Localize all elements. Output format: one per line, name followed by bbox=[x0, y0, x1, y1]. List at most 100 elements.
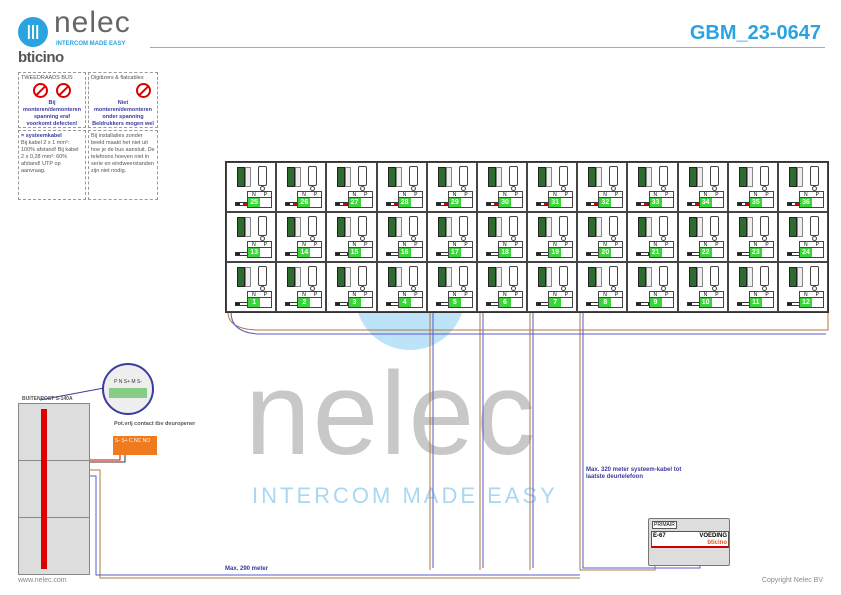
footer-website[interactable]: www.nelec.com bbox=[18, 577, 67, 584]
termination-switch bbox=[586, 202, 600, 206]
ribbon-cable bbox=[41, 409, 47, 569]
col-n: N bbox=[402, 292, 407, 298]
phone-number: 28 bbox=[398, 198, 411, 207]
bus-terminal-icon bbox=[588, 167, 597, 187]
bus-terminal-icon bbox=[688, 267, 697, 287]
handset-cord-icon bbox=[260, 286, 265, 291]
handset-cord-icon bbox=[510, 236, 516, 241]
termination-switch bbox=[485, 302, 499, 306]
col-n: N bbox=[402, 192, 407, 198]
col-p: P bbox=[414, 242, 418, 248]
col-p: P bbox=[464, 192, 468, 198]
handset-icon bbox=[408, 216, 418, 236]
phone-number: 23 bbox=[749, 248, 762, 257]
outdoor-module bbox=[19, 461, 89, 518]
termination-switch bbox=[335, 302, 349, 306]
col-n: N bbox=[803, 292, 808, 298]
handset-icon bbox=[809, 166, 819, 186]
col-n: N bbox=[603, 242, 607, 248]
bus-terminal-icon bbox=[337, 267, 346, 287]
terminal-labels-icon bbox=[796, 217, 803, 237]
col-p: P bbox=[665, 192, 669, 198]
note-install: Bij installaties zonder beeld maakt het … bbox=[88, 130, 158, 200]
relay-terminal-block: S- S+ C NC NO bbox=[113, 436, 157, 455]
bus-terminal-icon bbox=[237, 167, 245, 187]
terminal-labels-icon bbox=[495, 167, 502, 187]
phone-number: 5 bbox=[448, 298, 461, 307]
col-n: N bbox=[553, 192, 557, 198]
handset-icon bbox=[358, 216, 368, 236]
termination-switch bbox=[636, 202, 650, 206]
terminal-labels-icon bbox=[546, 167, 552, 187]
bus-terminal-icon bbox=[788, 217, 797, 237]
bus-terminal-icon bbox=[738, 167, 747, 187]
cable-note-290: Max. 290 meter bbox=[225, 566, 269, 572]
note-cable: = systeemkabel Bij kabel 2 x 1 mm²: 100%… bbox=[18, 130, 86, 200]
col-n: N bbox=[352, 292, 357, 298]
phone-number: 34 bbox=[699, 198, 712, 207]
terminal-labels-icon bbox=[796, 267, 803, 287]
col-n: N bbox=[803, 192, 808, 198]
handset-icon bbox=[709, 266, 719, 286]
phone-number: 27 bbox=[348, 198, 361, 207]
col-n: N bbox=[452, 192, 457, 198]
handset-icon bbox=[659, 266, 669, 286]
terminal-labels-icon bbox=[395, 217, 402, 237]
handset-cord-icon bbox=[410, 186, 416, 191]
phone-number: 1 bbox=[248, 298, 261, 307]
handset-cord-icon bbox=[611, 236, 617, 241]
terminal-labels-icon bbox=[646, 267, 653, 287]
termination-switch bbox=[586, 302, 600, 306]
terminal-labels-icon bbox=[746, 267, 753, 287]
termination-switch bbox=[736, 252, 750, 256]
terminal-labels-icon bbox=[445, 167, 452, 187]
brand-name: nelec bbox=[54, 6, 131, 39]
phone-number: 35 bbox=[749, 198, 762, 207]
handset-cord-icon bbox=[310, 236, 316, 241]
bus-terminal-icon bbox=[788, 167, 797, 187]
handset-icon bbox=[809, 266, 819, 286]
col-p: P bbox=[665, 292, 669, 298]
phone-number: 10 bbox=[699, 298, 712, 307]
termination-switch bbox=[335, 202, 349, 206]
phone-number: 2 bbox=[298, 298, 311, 307]
col-n: N bbox=[252, 292, 256, 298]
phone-number: 7 bbox=[549, 298, 562, 307]
handset-cord-icon bbox=[711, 186, 717, 191]
handset-icon bbox=[358, 266, 368, 286]
phone-number: 16 bbox=[398, 248, 411, 257]
document-id: GBM_23-0647 bbox=[689, 22, 821, 44]
phone-number: 17 bbox=[448, 248, 461, 257]
col-p: P bbox=[263, 292, 268, 298]
bus-terminal-icon bbox=[287, 217, 296, 237]
col-n: N bbox=[302, 292, 306, 298]
phone-number: 24 bbox=[800, 248, 812, 257]
col-p: P bbox=[514, 292, 518, 298]
col-n: N bbox=[703, 242, 708, 248]
handset-icon bbox=[659, 216, 669, 236]
col-p: P bbox=[313, 242, 318, 248]
bus-terminal-icon bbox=[337, 167, 346, 187]
terminal-labels-icon bbox=[696, 217, 703, 237]
termination-switch bbox=[536, 302, 549, 306]
termination-switch bbox=[686, 202, 700, 206]
